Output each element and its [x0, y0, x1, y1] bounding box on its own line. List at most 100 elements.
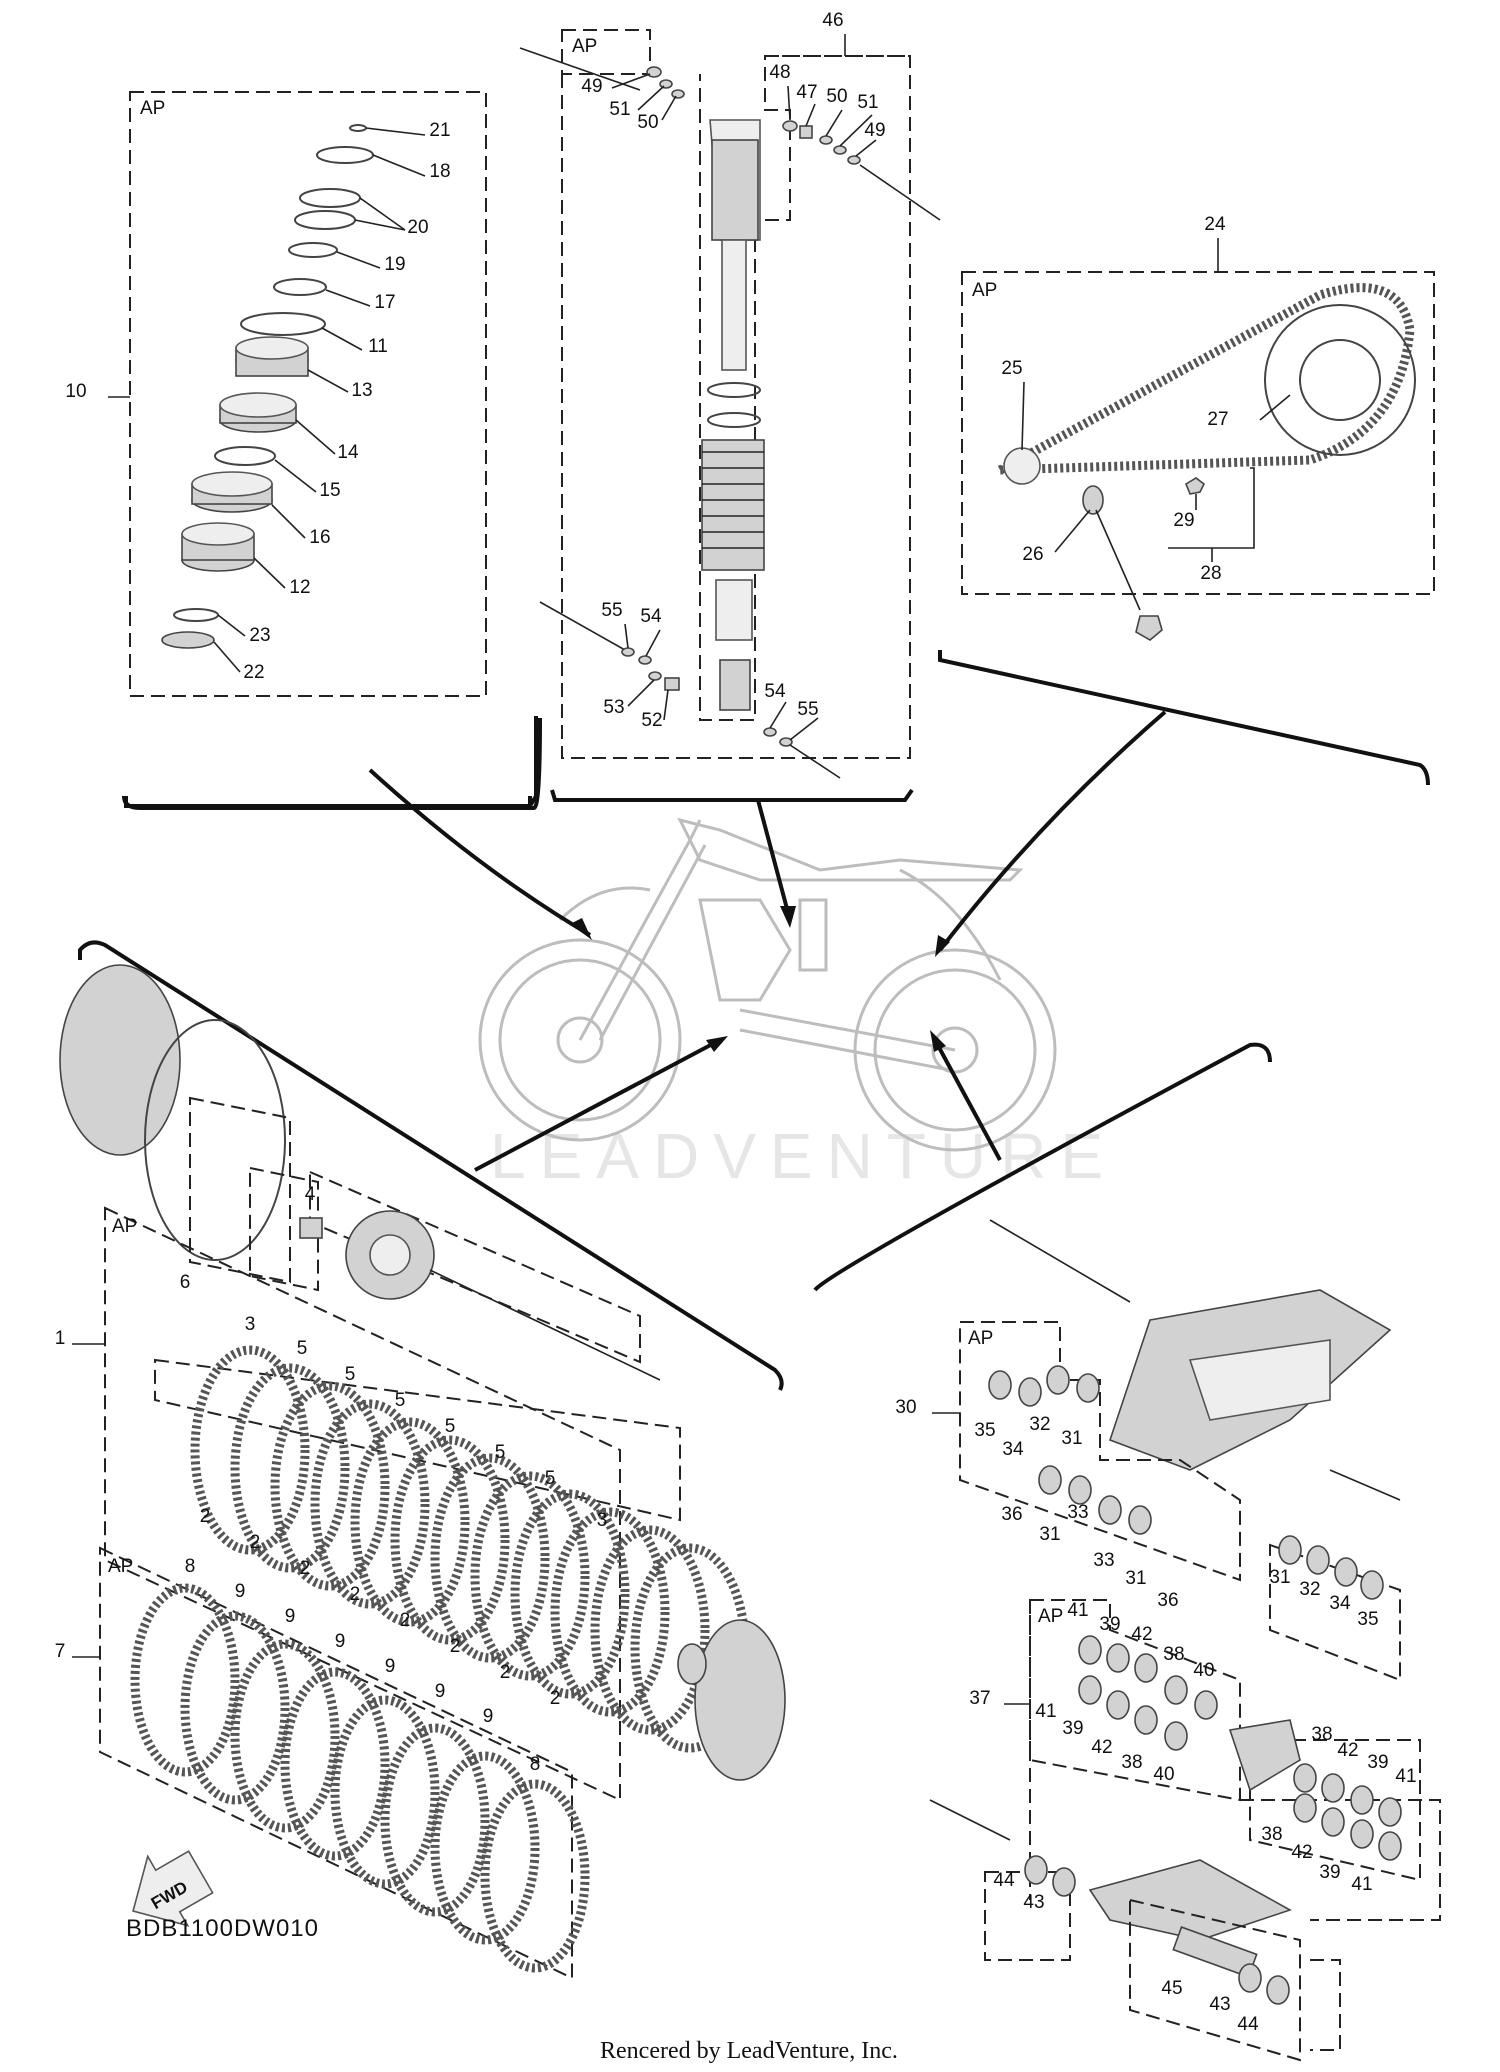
callout-5: 5: [495, 1442, 506, 1463]
friction-plate: [480, 1779, 590, 1973]
callout-31: 31: [1039, 1524, 1060, 1545]
callout-42: 42: [1337, 1740, 1358, 1761]
hardware-part: [1098, 1495, 1122, 1525]
callout-54: 54: [764, 681, 786, 702]
callout-51: 51: [609, 99, 630, 120]
callout-41: 41: [1351, 1874, 1372, 1895]
callout-9: 9: [483, 1706, 494, 1727]
clutch-plate: [550, 1507, 670, 1717]
section-brackets: [78, 650, 1430, 1391]
clutch-plate: [430, 1453, 550, 1663]
hardware-part: [1106, 1643, 1130, 1673]
callout-41: 41: [1035, 1701, 1056, 1722]
callout-10: 10: [65, 381, 86, 402]
panel-swingarm-linkage: AP AP: [929, 1219, 1441, 2062]
callout-19: 19: [384, 254, 405, 275]
callout-53: 53: [603, 697, 624, 718]
callout-5: 5: [545, 1468, 556, 1489]
hardware-part: [1321, 1773, 1345, 1803]
callout-31: 31: [1125, 1568, 1146, 1589]
callout-50: 50: [637, 112, 658, 133]
friction-plate: [430, 1751, 540, 1945]
clutch-plate: [230, 1363, 350, 1573]
hardware-part: [1078, 1675, 1102, 1705]
clutch-plate: [510, 1489, 630, 1699]
callout-2: 2: [200, 1506, 211, 1527]
callout-43: 43: [1023, 1892, 1044, 1913]
callout-8: 8: [185, 1556, 196, 1577]
hardware-part: [1306, 1545, 1330, 1575]
callout-9: 9: [435, 1681, 446, 1702]
hardware-part: [1164, 1675, 1188, 1705]
callout-38: 38: [1163, 1644, 1184, 1665]
callout-18: 18: [429, 161, 450, 182]
callout-39: 39: [1099, 1614, 1120, 1635]
diagram-code: BDB1100DW010: [126, 1915, 319, 1942]
callout-7: 7: [55, 1641, 66, 1662]
callout-3: 3: [245, 1314, 256, 1335]
hardware-part: [1106, 1690, 1130, 1720]
hardware-part: [1238, 1963, 1262, 1993]
callout-27: 27: [1207, 409, 1228, 430]
callout-16: 16: [309, 527, 330, 548]
callout-49: 49: [581, 76, 602, 97]
hardware-part: [1194, 1690, 1218, 1720]
footer-credit: Rencered by LeadVenture, Inc.: [600, 2038, 898, 2064]
callout-40: 40: [1153, 1764, 1174, 1785]
callout-2: 2: [500, 1662, 511, 1683]
hardware-part: [1350, 1819, 1374, 1849]
callout-9: 9: [335, 1631, 346, 1652]
clutch-plate: [390, 1435, 510, 1645]
hardware-part: [1052, 1867, 1076, 1897]
callout-38: 38: [1311, 1724, 1332, 1745]
callout-13: 13: [351, 380, 372, 401]
callout-36: 36: [1157, 1590, 1178, 1611]
callout-35: 35: [1357, 1609, 1378, 1630]
callout-30: 30: [895, 1397, 916, 1418]
callout-38: 38: [1121, 1752, 1142, 1773]
friction-plate: [380, 1723, 490, 1917]
callout-31: 31: [1061, 1428, 1082, 1449]
callout-25: 25: [1001, 358, 1022, 379]
ap-tag: AP: [108, 1556, 133, 1577]
callout-1: 1: [55, 1328, 66, 1349]
hardware-part: [1164, 1721, 1188, 1751]
callout-15: 15: [319, 480, 340, 501]
panel-clutch: AP AP: [59, 964, 786, 1980]
callout-5: 5: [445, 1416, 456, 1437]
callout-42: 42: [1091, 1737, 1112, 1758]
callout-2: 2: [450, 1636, 461, 1657]
hardware-part: [1334, 1557, 1358, 1587]
clutch-plate: [470, 1471, 590, 1681]
hardware-part: [1076, 1373, 1100, 1403]
callout-51: 51: [857, 92, 878, 113]
clutch-plate: [190, 1345, 310, 1555]
clutch-plate: [590, 1525, 710, 1735]
callout-24: 24: [1204, 214, 1226, 235]
callout-2: 2: [400, 1610, 411, 1631]
callout-14: 14: [337, 442, 359, 463]
friction-plate: [180, 1611, 290, 1805]
callout-12: 12: [289, 577, 310, 598]
callout-28: 28: [1200, 563, 1221, 584]
callout-37: 37: [969, 1688, 990, 1709]
ap-tag: AP: [112, 1216, 137, 1237]
callout-5: 5: [297, 1338, 308, 1359]
hardware-part: [1134, 1653, 1158, 1683]
callout-26: 26: [1022, 544, 1043, 565]
callout-34: 34: [1002, 1439, 1024, 1460]
ap-tag: AP: [140, 98, 165, 119]
callout-44: 44: [993, 1870, 1015, 1891]
callout-52: 52: [641, 710, 662, 731]
callout-34: 34: [1329, 1593, 1351, 1614]
motorcycle-illustration: [478, 817, 1057, 1152]
callout-45: 45: [1161, 1978, 1182, 1999]
panel-steering-parts: AP: [108, 91, 487, 697]
callout-55: 55: [797, 699, 818, 720]
hardware-part: [1321, 1807, 1345, 1837]
ap-tag: AP: [572, 36, 597, 57]
callout-5: 5: [345, 1364, 356, 1385]
fwd-arrow: FWD: [132, 1850, 214, 1927]
friction-plate: [330, 1695, 440, 1889]
hardware-part: [1128, 1505, 1152, 1535]
